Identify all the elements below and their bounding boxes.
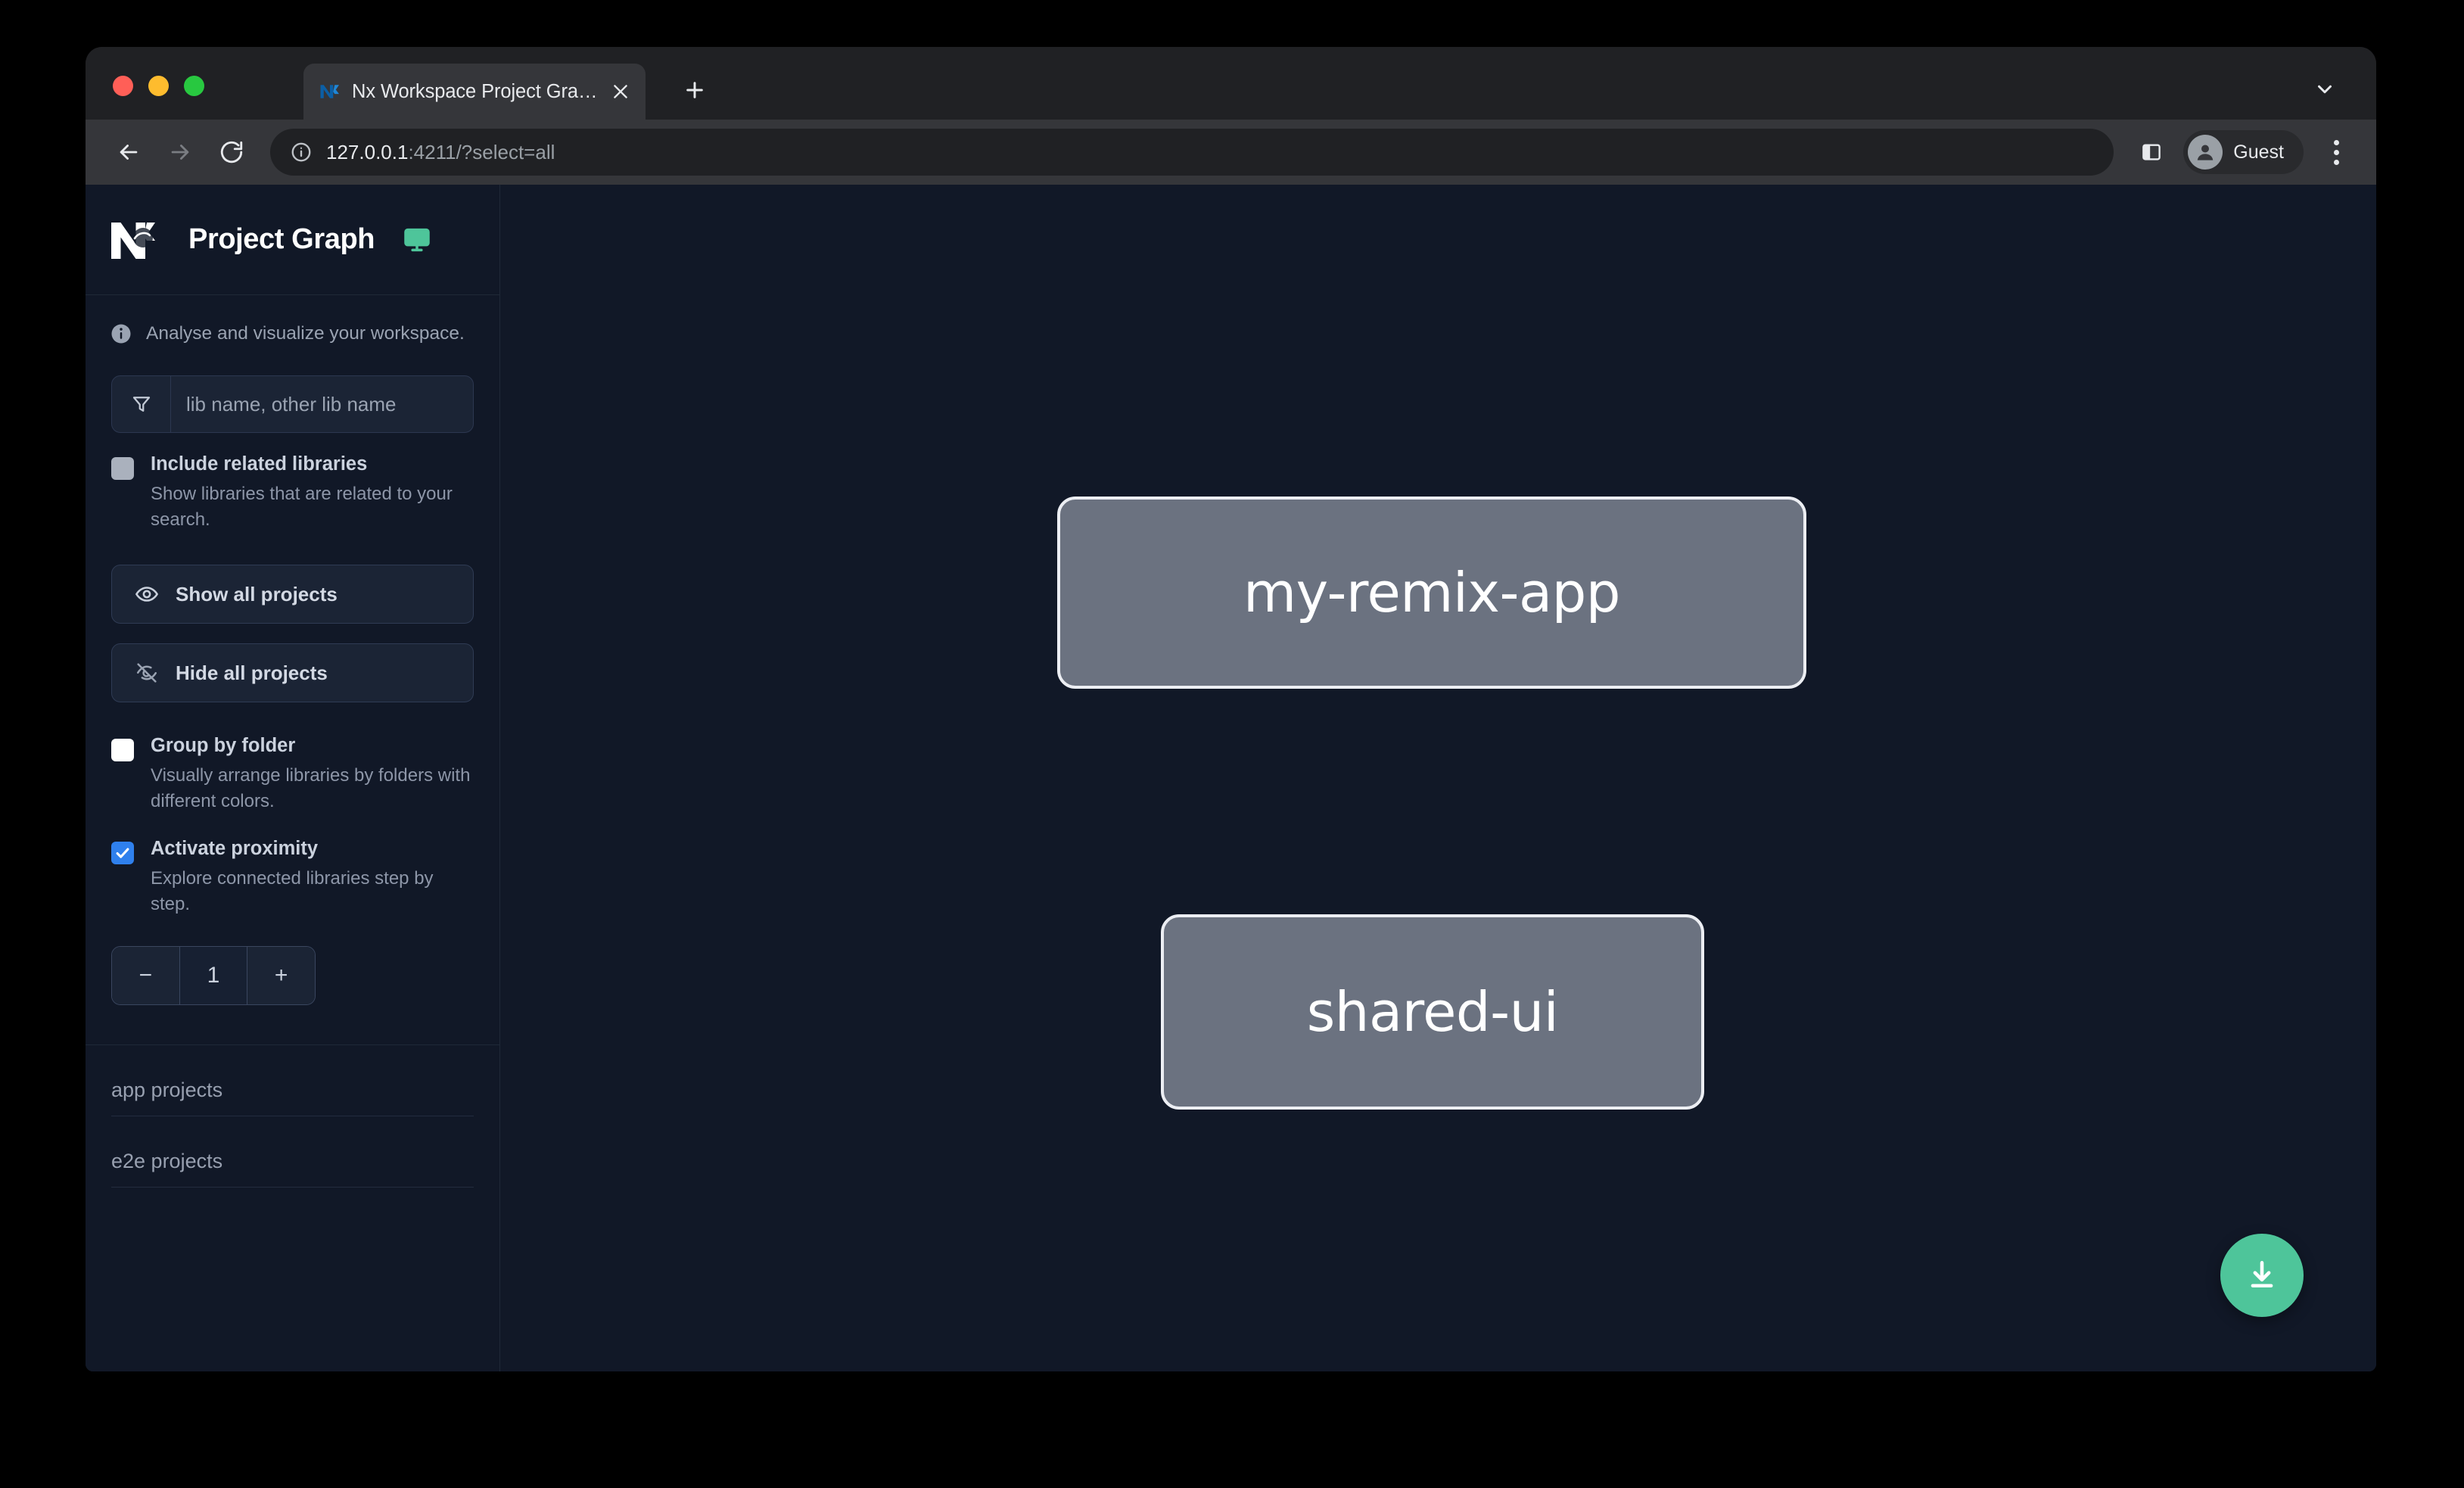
- chevron-down-icon[interactable]: [2307, 71, 2343, 107]
- option-description: Explore connected libraries step by step…: [151, 867, 434, 915]
- sidebar-scroll-region: Analyse and visualize your workspace.: [86, 295, 499, 1371]
- forward-arrow-icon[interactable]: [157, 129, 204, 176]
- filter-funnel-icon: [112, 376, 171, 432]
- profile-label: Guest: [2233, 141, 2284, 163]
- show-all-projects-button[interactable]: Show all projects: [111, 565, 474, 624]
- info-circle-icon: [110, 322, 132, 345]
- menu-dot: [2333, 159, 2339, 165]
- eye-icon: [135, 582, 159, 606]
- option-texts: Include related libraries Show libraries…: [151, 453, 474, 533]
- reload-icon[interactable]: [208, 129, 255, 176]
- option-group-by-folder[interactable]: Group by folder Visually arrange librari…: [86, 702, 499, 814]
- hide-all-projects-label: Hide all projects: [176, 661, 328, 684]
- address-bar-url: 127.0.0.1:4211/?select=all: [326, 141, 555, 164]
- menu-dot: [2333, 149, 2339, 155]
- browser-tab[interactable]: Nx Workspace Project Graph: [303, 64, 646, 120]
- close-icon[interactable]: [609, 80, 632, 103]
- project-group-app-projects[interactable]: app projects: [111, 1045, 474, 1117]
- account-avatar-icon: [2188, 135, 2223, 170]
- project-group-label: e2e projects: [111, 1150, 223, 1173]
- search-field[interactable]: [111, 375, 474, 433]
- maximize-window-button[interactable]: [184, 76, 204, 96]
- sidebar-divider: [86, 1044, 499, 1046]
- nx-favicon-icon: [319, 80, 341, 103]
- project-group-label: app projects: [111, 1079, 223, 1102]
- include-related-libraries-checkbox[interactable]: [111, 457, 134, 480]
- browser-tab-strip: Nx Workspace Project Graph: [86, 47, 2376, 120]
- sidebar: Project Graph: [86, 185, 500, 1371]
- page-title: Project Graph: [188, 223, 375, 255]
- proximity-stepper[interactable]: − 1 +: [111, 946, 316, 1006]
- nx-logo-icon: [110, 218, 166, 262]
- graph-node-label: shared-ui: [1306, 980, 1559, 1044]
- graph-node-label: my-remix-app: [1243, 561, 1621, 624]
- graph-node-my-remix-app[interactable]: my-remix-app: [1057, 497, 1806, 689]
- new-tab-button[interactable]: [676, 71, 714, 109]
- browser-window: Nx Workspace Project Graph: [86, 47, 2376, 1371]
- profile-button[interactable]: Guest: [2183, 130, 2304, 174]
- option-title: Group by folder: [151, 735, 296, 757]
- side-panel-icon[interactable]: [2130, 131, 2173, 173]
- option-texts: Group by folder Visually arrange librari…: [151, 734, 474, 814]
- eye-off-icon: [135, 661, 159, 685]
- browser-tab-title: Nx Workspace Project Graph: [352, 80, 599, 102]
- graph-edge-layer: [500, 185, 727, 298]
- window-traffic-lights: [113, 76, 204, 96]
- monitor-icon[interactable]: [402, 225, 432, 255]
- activate-proximity-checkbox[interactable]: [111, 842, 134, 865]
- sidebar-tagline: Analyse and visualize your workspace.: [86, 295, 499, 362]
- proximity-decrease-button[interactable]: −: [112, 947, 180, 1005]
- search-input[interactable]: [171, 392, 473, 416]
- option-include-related-libraries[interactable]: Include related libraries Show libraries…: [86, 433, 499, 533]
- graph-node-shared-ui[interactable]: shared-ui: [1161, 914, 1704, 1110]
- hide-all-projects-button[interactable]: Hide all projects: [111, 643, 474, 703]
- address-bar-path: :4211/?select=all: [408, 140, 555, 163]
- three-dot-menu-icon[interactable]: [2316, 132, 2357, 173]
- page-viewport: Project Graph: [86, 185, 2376, 1371]
- address-bar-host: 127.0.0.1: [326, 140, 409, 163]
- proximity-increase-button[interactable]: +: [247, 947, 315, 1005]
- download-graph-button[interactable]: [2220, 1234, 2304, 1317]
- browser-toolbar: 127.0.0.1:4211/?select=all Guest: [86, 120, 2376, 185]
- minimize-window-button[interactable]: [148, 76, 169, 96]
- proximity-value: 1: [179, 947, 247, 1005]
- sidebar-tagline-text: Analyse and visualize your workspace.: [146, 323, 465, 344]
- info-circle-icon[interactable]: [290, 141, 313, 163]
- option-description: Show libraries that are related to your …: [151, 483, 453, 530]
- close-window-button[interactable]: [113, 76, 133, 96]
- project-group-e2e-projects[interactable]: e2e projects: [111, 1116, 474, 1188]
- menu-dot: [2333, 139, 2339, 145]
- show-all-projects-label: Show all projects: [176, 582, 338, 605]
- group-by-folder-checkbox[interactable]: [111, 739, 134, 762]
- sidebar-header: Project Graph: [86, 185, 499, 295]
- project-graph-canvas[interactable]: my-remix-app shared-ui: [500, 185, 2376, 1371]
- back-arrow-icon[interactable]: [105, 129, 152, 176]
- divider: [111, 1187, 474, 1188]
- proximity-stepper-wrapper: − 1 +: [86, 917, 499, 1006]
- option-activate-proximity[interactable]: Activate proximity Explore connected lib…: [86, 814, 499, 917]
- option-description: Visually arrange libraries by folders wi…: [151, 764, 471, 811]
- download-icon: [2243, 1256, 2281, 1294]
- address-bar[interactable]: 127.0.0.1:4211/?select=all: [270, 129, 2114, 176]
- option-title: Activate proximity: [151, 838, 319, 860]
- option-texts: Activate proximity Explore connected lib…: [151, 837, 474, 917]
- option-title: Include related libraries: [151, 453, 368, 475]
